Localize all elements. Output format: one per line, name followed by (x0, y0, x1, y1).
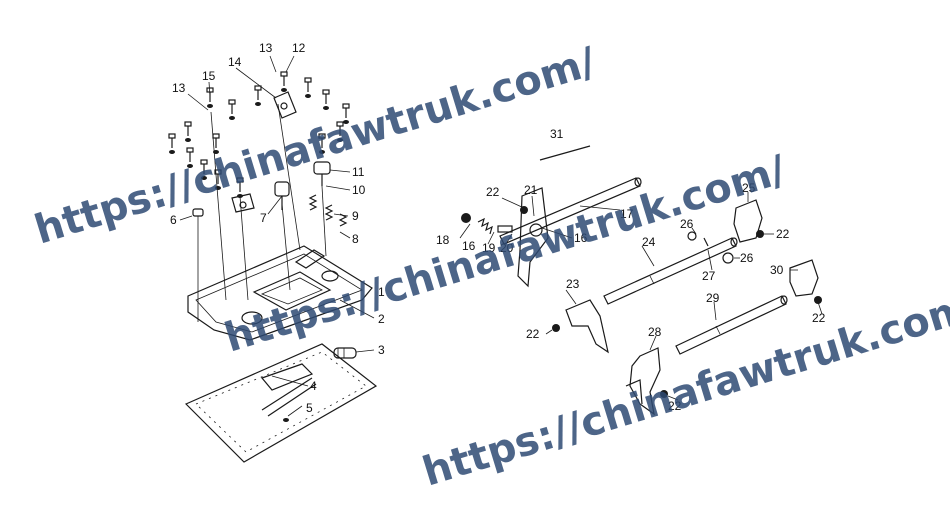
callout-13-left: 13 (172, 81, 186, 95)
callout-18: 18 (436, 233, 450, 247)
shift-block-30 (789, 259, 822, 304)
callout-23: 23 (566, 277, 580, 291)
cover-plate-small (231, 193, 255, 213)
callout-12: 12 (292, 41, 306, 55)
callout-30: 30 (770, 263, 784, 277)
callout-16-right: 16 (574, 231, 588, 245)
callout-27: 27 (702, 269, 716, 283)
shift-housing-cover (187, 245, 373, 341)
callout-14: 14 (228, 55, 242, 69)
assembly-guide-lines (210, 103, 327, 301)
callout-6: 6 (170, 213, 177, 227)
breather-plug (313, 161, 331, 186)
callout-8: 8 (352, 232, 359, 246)
detent-ball (687, 231, 697, 241)
detent-ball (722, 252, 734, 264)
shift-housing-assembly (168, 71, 378, 463)
shift-fork-28 (625, 347, 668, 416)
shift-block-25 (733, 199, 764, 243)
callout-4: 4 (310, 379, 317, 393)
shift-rail-upper (499, 177, 642, 245)
callout-17: 17 (620, 207, 634, 221)
callout-13-top: 13 (259, 41, 273, 55)
callout-26-a: 26 (680, 217, 694, 231)
connector (333, 347, 357, 359)
callout-22-d: 22 (526, 327, 540, 341)
leader-lines (179, 55, 823, 417)
callout-22-c: 22 (812, 311, 826, 325)
group-bar (539, 145, 591, 161)
callout-22-a: 22 (486, 185, 500, 199)
callout-31: 31 (550, 127, 564, 141)
shift-rail-middle (603, 237, 738, 305)
callout-24: 24 (642, 235, 656, 249)
callout-19: 19 (482, 241, 496, 255)
watermark-3: https://chinafawtruk.com/ (417, 281, 950, 496)
callout-22-e: 22 (668, 399, 682, 413)
callout-26-b: 26 (740, 251, 754, 265)
callout-9: 9 (352, 209, 359, 223)
shift-fork-assembly (461, 145, 822, 416)
callout-10: 10 (352, 183, 366, 197)
callout-28: 28 (648, 325, 662, 339)
shift-fork-23 (552, 299, 609, 354)
callout-7: 7 (260, 211, 267, 225)
shift-fork-upper (461, 187, 549, 288)
watermarks: https://chinafawtruk.com/ https://chinaf… (29, 39, 950, 496)
watermark-1: https://chinafawtruk.com/ (29, 39, 601, 254)
callout-22-b: 22 (776, 227, 790, 241)
cover-bracket (273, 91, 297, 119)
callout-labels: 1 2 3 4 5 6 7 8 9 10 11 12 13 13 14 15 1… (170, 41, 826, 415)
callout-29: 29 (706, 291, 720, 305)
callout-21: 21 (524, 183, 538, 197)
watermark-2: https://chinafawtruk.com/ (219, 147, 791, 362)
callout-16-left: 16 (462, 239, 476, 253)
callout-1: 1 (378, 285, 385, 299)
shift-rail-lower (675, 295, 788, 355)
callout-20: 20 (500, 241, 514, 255)
callout-15: 15 (202, 69, 216, 83)
callout-2: 2 (378, 312, 385, 326)
gasket (184, 343, 378, 463)
callout-5: 5 (306, 401, 313, 415)
callout-25: 25 (742, 181, 756, 195)
callout-3: 3 (378, 343, 385, 357)
detent-springs (308, 194, 348, 227)
callout-11: 11 (352, 165, 365, 179)
